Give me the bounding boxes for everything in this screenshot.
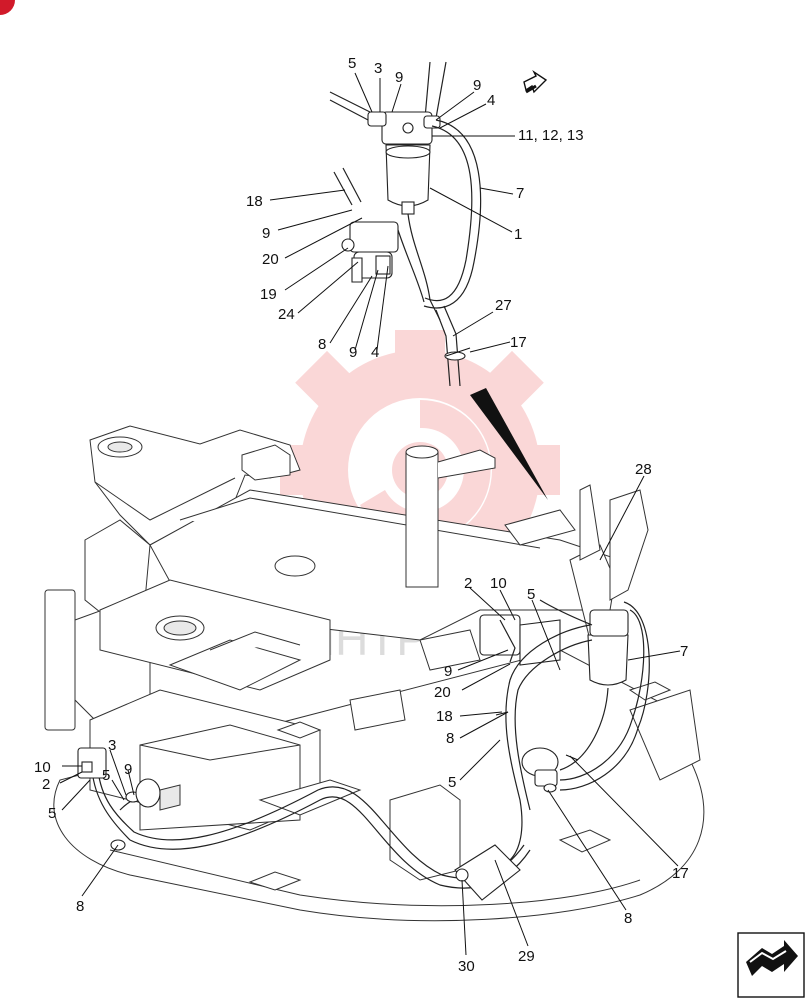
callout-label: 5: [48, 805, 56, 822]
callout-label: 24: [278, 306, 295, 323]
callout-label: 5: [102, 767, 110, 784]
navigation-arrow-icon[interactable]: [737, 932, 805, 998]
callout-label: 8: [624, 910, 632, 927]
callout-label: 10: [490, 575, 507, 592]
leader-lines: [59, 72, 681, 956]
corner-badge: [0, 0, 15, 15]
callout-label: 5: [448, 774, 456, 791]
direction-arrow-icon: [523, 69, 548, 94]
callout-label: 7: [516, 185, 524, 202]
callout-label: 19: [260, 286, 277, 303]
callout-label: 2: [464, 575, 472, 592]
callout-label: 5: [348, 55, 356, 72]
callout-label: 20: [434, 684, 451, 701]
callout-label: 9: [262, 225, 270, 242]
callout-label: 28: [635, 461, 652, 478]
callout-label: 3: [374, 60, 382, 77]
callout-label: 9: [395, 69, 403, 86]
callout-label: 9: [124, 761, 132, 778]
callout-label: 9: [444, 663, 452, 680]
callout-label: 9: [473, 77, 481, 94]
fuel-pump: [349, 221, 399, 253]
callout-label: 29: [518, 948, 535, 965]
callout-label: 8: [318, 336, 326, 353]
callout-label: 17: [510, 334, 527, 351]
callout-label: 10: [34, 759, 51, 776]
callout-label: 1: [514, 226, 522, 243]
detail-pointer: [470, 388, 548, 500]
callout-label: 8: [76, 898, 84, 915]
callout-label: 9: [349, 344, 357, 361]
callout-label: 30: [458, 958, 475, 975]
callout-label: 5: [527, 586, 535, 603]
callout-label: 18: [436, 708, 453, 725]
callout-label: 2: [42, 776, 50, 793]
callout-label: 11, 12, 13: [518, 127, 584, 144]
callout-labels: 5 3 9 9 4 11, 12, 13 7 18 1 9 20 19 24 2…: [34, 55, 689, 975]
callout-label: 27: [495, 297, 512, 314]
fuel-lines: [77, 599, 650, 901]
callout-label: 7: [680, 643, 688, 660]
callout-label: 4: [487, 92, 495, 109]
callout-label: 18: [246, 193, 263, 210]
callout-label: 3: [108, 737, 116, 754]
callout-label: 17: [672, 865, 689, 882]
callout-label: 20: [262, 251, 279, 268]
callout-label: 4: [371, 344, 379, 361]
callout-label: 8: [446, 730, 454, 747]
